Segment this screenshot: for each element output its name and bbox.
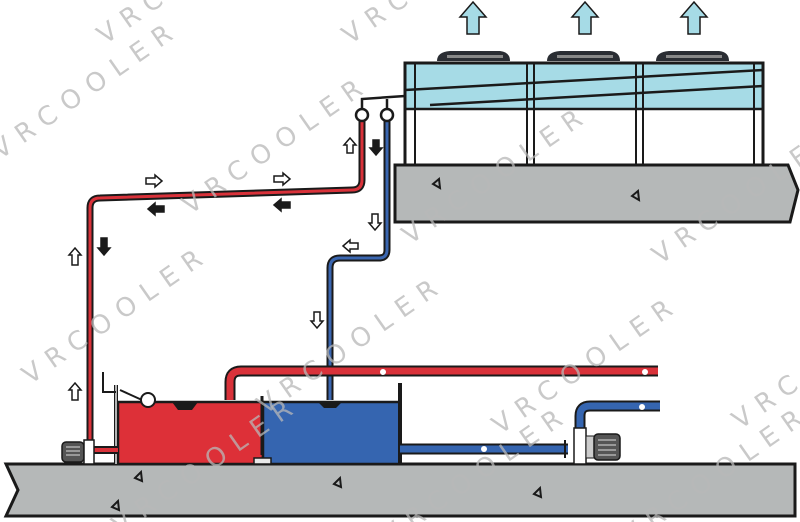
svg-text:VRCOOLER: VRCOOLER <box>0 13 186 165</box>
cold-return-line <box>326 107 395 400</box>
arrow-down-icon <box>309 311 325 330</box>
hot-water-tank <box>102 372 265 466</box>
arrow-left-icon <box>146 201 165 217</box>
svg-text:VRCOOLER: VRCOOLER <box>17 238 217 390</box>
svg-text:VRCOOLER: VRCOOLER <box>487 288 687 440</box>
arrow-right-icon <box>145 173 164 189</box>
arrow-up-icon <box>67 246 83 266</box>
arrow-up-icon <box>679 0 709 35</box>
hot-water-pump <box>61 439 118 465</box>
arrow-down-icon <box>368 139 384 157</box>
arrow-left-icon <box>272 197 291 213</box>
cold-line-from-tank <box>400 440 568 458</box>
flow-arrows <box>67 136 384 401</box>
hot-supply-line <box>86 107 370 450</box>
cold-line-to-load <box>574 400 667 428</box>
arrow-right-icon <box>273 171 292 187</box>
arrow-down-icon <box>367 213 383 232</box>
arrow-left-icon <box>341 238 359 254</box>
arrow-up-icon <box>458 0 488 35</box>
arrow-up-icon <box>67 381 83 401</box>
svg-text:VRCOOLER: VRCOOLER <box>337 0 537 51</box>
arrow-up-icon <box>342 136 358 154</box>
fan-icon <box>656 51 729 61</box>
hot-line-to-load <box>224 365 665 400</box>
dry-cooler <box>403 51 765 167</box>
arrow-down-icon <box>96 237 112 257</box>
ground-slab <box>3 462 797 518</box>
cold-water-pump <box>573 427 621 465</box>
arrow-up-icon <box>570 0 600 35</box>
fan-icon <box>437 51 510 61</box>
fan-icon <box>547 51 620 61</box>
svg-text:VRCOOLER: VRCOOLER <box>92 0 292 51</box>
airflow-arrows <box>458 0 709 35</box>
